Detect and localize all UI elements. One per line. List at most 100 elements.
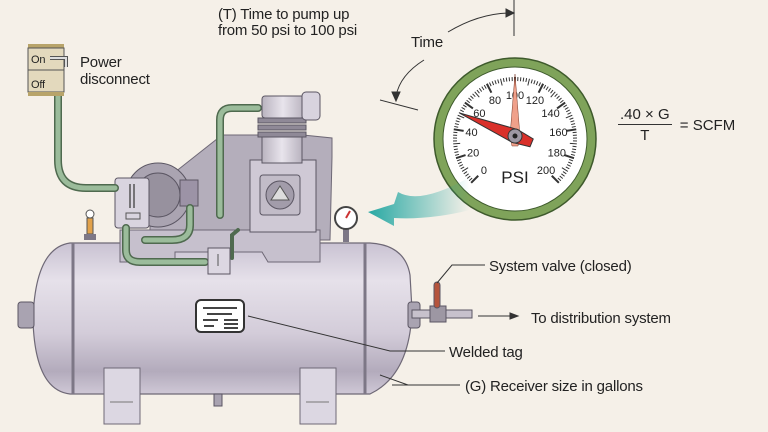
gauge-tick — [564, 154, 575, 160]
gauge-tick — [491, 81, 495, 86]
gauge-tick — [558, 97, 562, 102]
formula-result: = SCFM — [679, 116, 736, 134]
gauge-tick — [468, 97, 472, 102]
label-power: Power — [80, 54, 122, 71]
gauge-tick — [568, 161, 573, 165]
power-disconnect-switch[interactable] — [27, 44, 68, 96]
gauge-tick — [494, 80, 497, 85]
gauge-tick — [562, 171, 567, 175]
hoses — [54, 81, 262, 266]
gauge-tick — [454, 151, 459, 154]
gauge-tick — [566, 128, 577, 132]
gauge-tick — [455, 120, 460, 123]
gauge-tick — [561, 167, 569, 172]
gauge-tick — [569, 159, 574, 162]
formula-numerator: .40 × G — [618, 106, 672, 125]
gauge-tick — [551, 175, 560, 184]
gauge-tick — [466, 99, 471, 104]
gauge-tick-label: 160 — [549, 127, 567, 139]
gauge-tick-label: 20 — [467, 148, 479, 160]
gauge-tick — [502, 78, 505, 83]
system-valve[interactable] — [411, 281, 473, 323]
gauge-tick-label: 80 — [489, 95, 501, 107]
gauge-tick — [455, 154, 466, 160]
gauge-tick — [485, 83, 493, 94]
label-system-valve: System valve (closed) — [489, 258, 632, 275]
gauge-tick — [466, 175, 471, 179]
gauge-tick — [565, 166, 570, 170]
gauge-tick — [500, 78, 503, 86]
gauge-tick — [545, 86, 549, 91]
receiver-tank — [17, 242, 421, 425]
welded-tag — [195, 299, 245, 333]
gauge-tick — [460, 166, 465, 170]
switch-on-label: On — [31, 54, 46, 66]
gauge-tick-label: 200 — [537, 165, 555, 177]
gauge-tick — [569, 142, 577, 145]
switch-off-label: Off — [31, 79, 45, 91]
label-disconnect: disconnect — [80, 71, 150, 88]
gauge-tick — [572, 145, 577, 148]
gauge-tick — [565, 114, 573, 119]
tank-pressure-gauge — [334, 206, 358, 242]
gauge-tick — [463, 171, 468, 175]
gauge-tick-label: 120 — [526, 95, 544, 107]
label-time-to-pump: (T) Time to pump up — [218, 6, 350, 23]
label-time: Time — [411, 34, 443, 51]
gauge-tick — [459, 109, 464, 113]
gauge-tick — [505, 77, 508, 82]
gauge-tick — [470, 95, 474, 99]
gauge-tick — [559, 99, 564, 104]
gauge-tick — [543, 84, 547, 89]
gauge-tick — [547, 87, 552, 92]
gauge-tick — [476, 89, 480, 94]
gauge-tick — [570, 120, 575, 123]
gauge-tick — [556, 101, 566, 110]
gauge-tick — [470, 175, 479, 184]
gauge-tick — [461, 167, 469, 172]
big-pressure-gauge: 020406080100120140160180200 PSI — [433, 57, 597, 221]
label-time-to-pump-range: from 50 psi to 100 psi — [218, 22, 358, 39]
gauge-tick — [464, 101, 474, 110]
gauge-tick — [478, 87, 483, 92]
label-welded-tag: Welded tag — [449, 344, 523, 361]
gauge-tick — [453, 128, 464, 132]
gauge-tick-label: 60 — [473, 108, 485, 120]
gauge-tick — [525, 78, 528, 83]
leader-lines — [247, 0, 520, 386]
gauge-tick — [527, 78, 530, 86]
gauge-tick — [461, 107, 466, 110]
gauge-pointer-arrow — [368, 178, 470, 226]
formula-denominator: T — [640, 127, 650, 144]
gauge-unit-label: PSI — [501, 168, 528, 187]
gauge-tick — [535, 81, 539, 86]
gauge-tick — [556, 95, 560, 99]
gauge-tick — [457, 161, 462, 165]
pressure-switch — [114, 177, 150, 229]
scfm-formula: .40 × G T = SCFM — [618, 106, 735, 144]
label-distribution: To distribution system — [531, 310, 671, 327]
gauge-tick — [570, 153, 575, 156]
gauge-tick-label: 140 — [541, 108, 559, 120]
gauge-tick — [567, 112, 572, 115]
gauge-tick — [474, 91, 480, 98]
gauge-tick — [557, 177, 562, 182]
gauge-tick — [537, 83, 545, 94]
gauge-tick — [468, 177, 473, 182]
gauge-tick — [483, 84, 487, 89]
gauge-tick — [571, 123, 576, 126]
gauge-tick-label: 40 — [465, 127, 477, 139]
gauge-tick — [522, 77, 525, 82]
label-receiver-size: (G) Receiver size in gallons — [465, 378, 643, 395]
gauge-tick — [456, 159, 461, 162]
gauge-tick — [454, 123, 459, 126]
gauge-tick — [538, 82, 541, 87]
gauge-tick — [465, 173, 469, 177]
gauge-tick — [571, 125, 576, 128]
gauge-tick — [456, 117, 461, 120]
gauge-tick — [533, 80, 536, 85]
gauge-tick — [550, 91, 556, 98]
gauge-tick — [453, 148, 458, 151]
gauge-tick — [572, 148, 577, 151]
